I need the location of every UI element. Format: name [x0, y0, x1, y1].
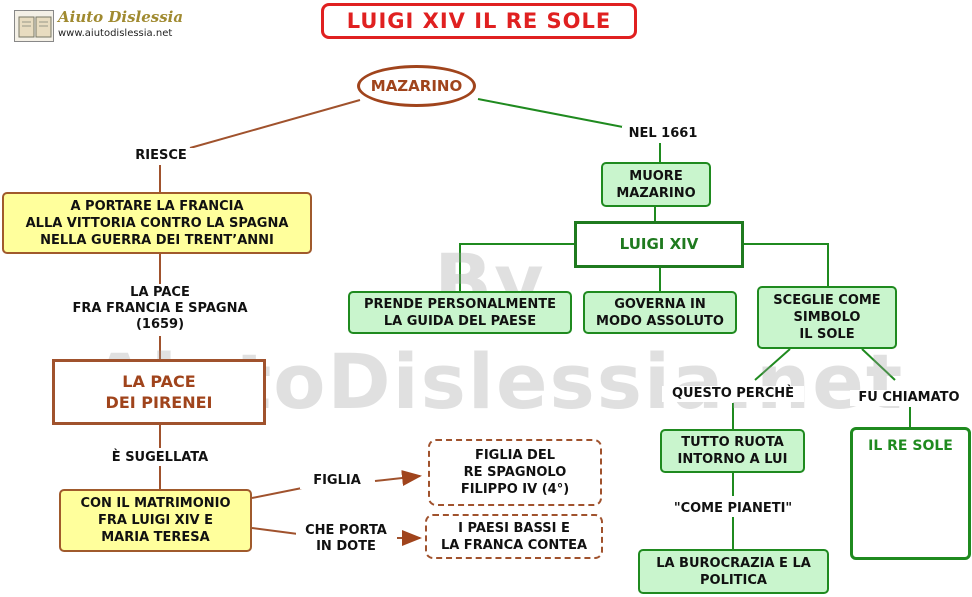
logo-title: Aiuto Dislessia — [58, 8, 184, 26]
green-connectors — [459, 98, 911, 549]
node-matrimonio: CON IL MATRIMONIO FRA LUIGI XIV E MARIA … — [59, 489, 252, 552]
label-figlia: FIGLIA — [300, 473, 374, 489]
node-luigi-xiv: LUIGI XIV — [574, 221, 744, 268]
node-sceglie-il-sole: SCEGLIE COME SIMBOLO IL SOLE — [757, 286, 897, 349]
node-burocrazia-e-politica: LA BUROCRAZIA E LA POLITICA — [638, 549, 829, 594]
node-governa-in-modo-assoluto: GOVERNA IN MODO ASSOLUTO — [583, 291, 737, 334]
label-nel-1661: NEL 1661 — [622, 126, 704, 142]
node-tutto-ruota: TUTTO RUOTA INTORNO A LUI — [660, 429, 805, 473]
node-portare-la-francia: A PORTARE LA FRANCIA ALLA VITTORIA CONTR… — [2, 192, 312, 254]
node-il-re-sole-text: IL RE SOLE — [868, 438, 953, 454]
node-mazarino: MAZARINO — [357, 65, 476, 107]
logo-url[interactable]: www.aiutodislessia.net — [58, 28, 173, 39]
node-figlia-del-re: FIGLIA DEL RE SPAGNOLO FILIPPO IV (4°) — [428, 439, 602, 506]
label-come-pianeti: "COME PIANETI" — [655, 501, 811, 517]
label-che-porta-in-dote: CHE PORTA IN DOTE — [296, 523, 396, 555]
node-pace-dei-pirenei: LA PACE DEI PIRENEI — [52, 359, 266, 425]
node-muore-mazarino: MUORE MAZARINO — [601, 162, 711, 207]
label-riesce: RIESCE — [122, 148, 200, 164]
node-prende-personalmente: PRENDE PERSONALMENTE LA GUIDA DEL PAESE — [348, 291, 572, 334]
label-e-sugellata: È SUGELLATA — [95, 450, 225, 466]
page-title: LUIGI XIV IL RE SOLE — [321, 3, 637, 39]
label-la-pace-1659: LA PACE FRA FRANCIA E SPAGNA (1659) — [50, 285, 270, 333]
node-il-re-sole: IL RE SOLE — [850, 427, 971, 560]
label-fu-chiamato: FU CHIAMATO — [850, 390, 968, 406]
node-paesi-bassi: I PAESI BASSI E LA FRANCA CONTEA — [425, 514, 603, 559]
brown-connectors — [159, 99, 422, 546]
label-questo-perche: QUESTO PERCHÈ — [662, 386, 804, 402]
book-icon — [14, 10, 54, 42]
